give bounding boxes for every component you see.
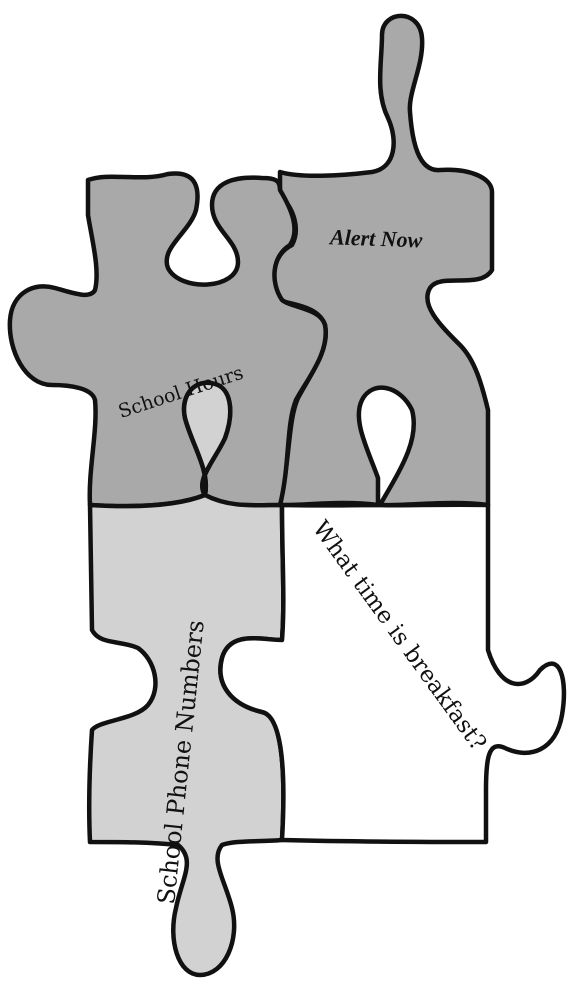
puzzle-piece-alert-now	[274, 16, 492, 505]
alert-now-label: Alert Now	[328, 224, 423, 252]
puzzle-piece-school-hours	[10, 173, 326, 506]
